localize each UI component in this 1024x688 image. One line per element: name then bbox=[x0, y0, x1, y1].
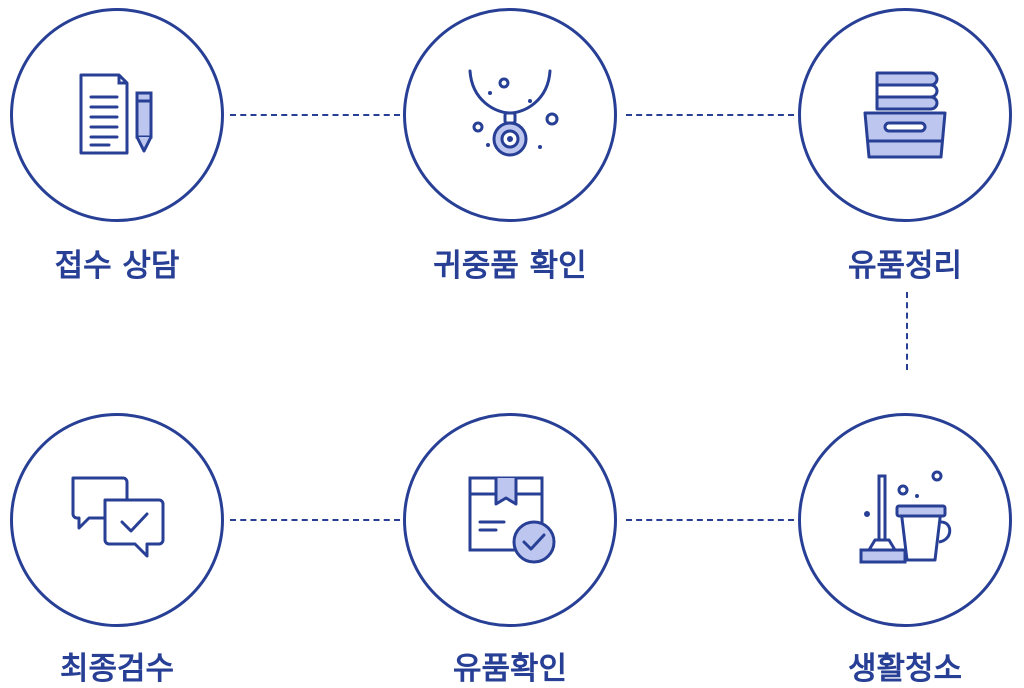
step-label: 최종검수 bbox=[59, 651, 175, 687]
folded-clothes-basket-icon bbox=[863, 71, 947, 159]
connector-4-5 bbox=[230, 519, 400, 521]
step-belongings-confirmation: 유품확인 bbox=[403, 413, 623, 687]
step-label: 유품정리 bbox=[847, 248, 963, 284]
chat-check-icon bbox=[71, 476, 165, 558]
connector-2-3 bbox=[626, 114, 794, 116]
connector-1-2 bbox=[230, 114, 400, 116]
step-label: 접수 상담 bbox=[54, 248, 180, 284]
document-pencil-icon bbox=[79, 73, 153, 155]
step-intake-consultation: 접수 상담 bbox=[10, 8, 230, 284]
step-belongings-arrangement: 유품정리 bbox=[798, 8, 1018, 284]
step-label: 생활청소 bbox=[847, 651, 963, 687]
step-label: 유품확인 bbox=[452, 651, 568, 687]
connector-5-6 bbox=[626, 519, 794, 521]
step-valuables-check: 귀중품 확인 bbox=[403, 8, 623, 284]
step-label: 귀중품 확인 bbox=[433, 248, 587, 284]
necklace-pendant-icon bbox=[468, 69, 559, 157]
box-check-icon bbox=[468, 476, 556, 564]
connector-3-6 bbox=[906, 292, 908, 370]
mop-bucket-icon bbox=[859, 470, 952, 564]
step-household-cleaning: 생활청소 bbox=[798, 413, 1018, 687]
step-final-inspection: 최종검수 bbox=[10, 413, 230, 687]
